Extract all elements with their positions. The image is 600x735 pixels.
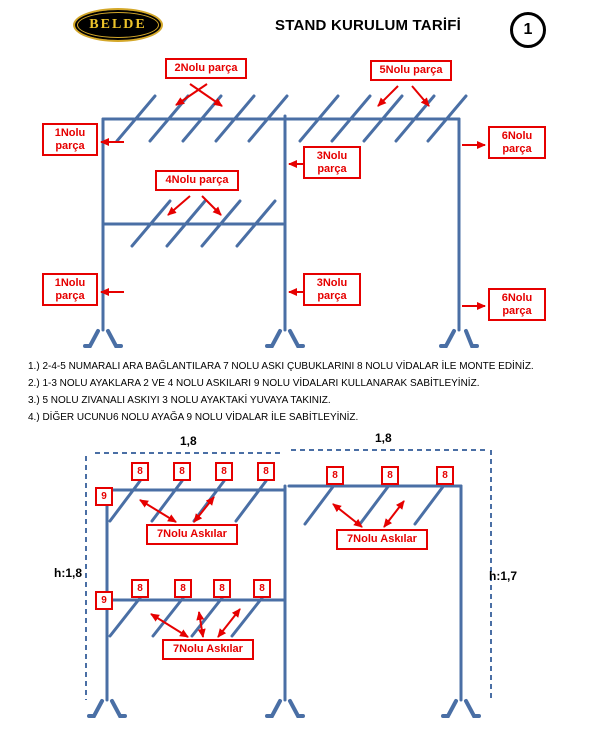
part-label-3-top: 3Nolu parça bbox=[303, 146, 361, 180]
bottom-stand-structure bbox=[87, 479, 481, 718]
part-label-6-bottom: 6Nolu parça bbox=[488, 288, 546, 322]
hanger-label-top-left: 7Nolu Askılar bbox=[146, 524, 238, 545]
hanger-label-middle: 7Nolu Askılar bbox=[162, 639, 254, 660]
part-label-1-bottom: 1Nolu parça bbox=[42, 273, 98, 307]
screw-9-badge: 9 bbox=[95, 591, 113, 610]
screw-8-badge: 8 bbox=[131, 579, 149, 598]
bottom-pointer-arrows bbox=[139, 496, 405, 638]
top-stand-structure bbox=[83, 94, 479, 348]
instruction-line: 1.) 2-4-5 NUMARALI ARA BAĞLANTILARA 7 NO… bbox=[28, 361, 534, 372]
screw-8-badge: 8 bbox=[215, 462, 233, 481]
screw-8-badge: 8 bbox=[131, 462, 149, 481]
instruction-line: 2.) 1-3 NOLU AYAKLARA 2 VE 4 NOLU ASKILA… bbox=[28, 378, 480, 389]
dim-width-right: 1,8 bbox=[375, 431, 392, 445]
part-label-6-top: 6Nolu parça bbox=[488, 126, 546, 160]
screw-8-badge: 8 bbox=[174, 579, 192, 598]
screw-8-badge: 8 bbox=[326, 466, 344, 485]
part-label-4: 4Nolu parça bbox=[155, 170, 239, 191]
dim-height-left: h:1,8 bbox=[54, 566, 83, 580]
part-label-3-bottom: 3Nolu parça bbox=[303, 273, 361, 307]
page-title: STAND KURULUM TARİFİ bbox=[275, 17, 461, 34]
top-pointer-arrows bbox=[100, 83, 486, 310]
part-label-2: 2Nolu parça bbox=[165, 58, 247, 79]
page-number-badge: 1 bbox=[510, 12, 546, 48]
screw-8-badge: 8 bbox=[381, 466, 399, 485]
part-label-1-top: 1Nolu parça bbox=[42, 123, 98, 157]
dim-height-right: h:1,7 bbox=[489, 569, 518, 583]
screw-8-badge: 8 bbox=[173, 462, 191, 481]
instruction-line: 4.) DİĞER UCUNU6 NOLU AYAĞA 9 NOLU VİDAL… bbox=[28, 412, 359, 423]
screw-8-badge: 8 bbox=[436, 466, 454, 485]
belde-logo: BELDE bbox=[73, 8, 163, 42]
instruction-list: 1.) 2-4-5 NUMARALI ARA BAĞLANTILARA 7 NO… bbox=[28, 358, 594, 426]
bottom-dimension-lines bbox=[85, 449, 492, 700]
screw-9-badge: 9 bbox=[95, 487, 113, 506]
screw-8-badge: 8 bbox=[257, 462, 275, 481]
screw-8-badge: 8 bbox=[253, 579, 271, 598]
instruction-line: 3.) 5 NOLU ZIVANALI ASKIYI 3 NOLU AYAKTA… bbox=[28, 395, 331, 406]
part-label-5: 5Nolu parça bbox=[370, 60, 452, 81]
hanger-label-top-right: 7Nolu Askılar bbox=[336, 529, 428, 550]
dim-width-left: 1,8 bbox=[180, 434, 197, 448]
screw-8-badge: 8 bbox=[213, 579, 231, 598]
